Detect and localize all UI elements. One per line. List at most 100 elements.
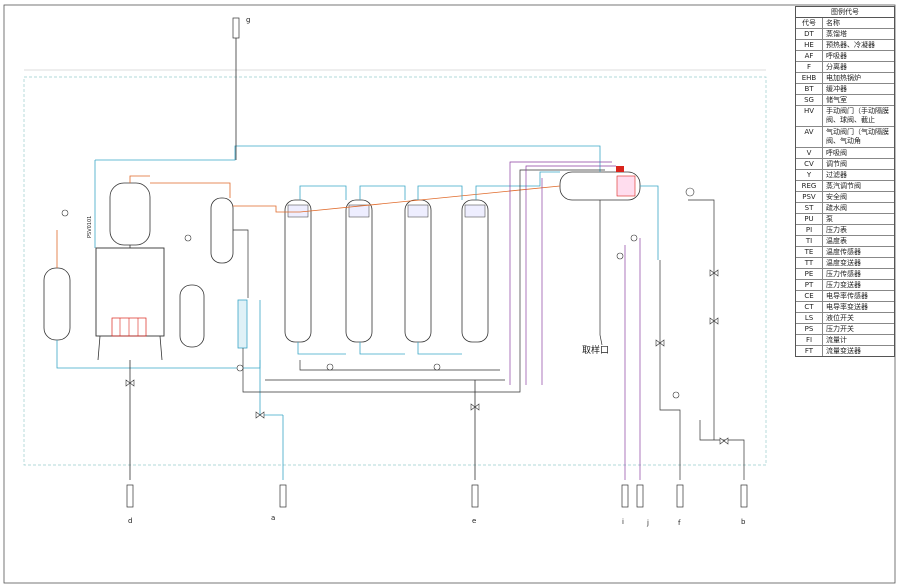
legend-name: 压力传感器: [826, 270, 861, 278]
column-4: [461, 199, 489, 343]
legend-code: HV: [796, 106, 823, 126]
legend-code: REG: [796, 181, 823, 191]
legend-name: 蒸馏塔: [826, 30, 847, 38]
legend-name: 手动阀门（手动隔膜阀、球阀、截止: [826, 107, 889, 124]
legend-code: CE: [796, 291, 823, 301]
separator-tank: [210, 197, 234, 264]
port-label-e: e: [472, 517, 476, 525]
legend-code: SG: [796, 95, 823, 105]
port-label-f: f: [678, 519, 681, 527]
legend-title: 图例代号: [796, 7, 894, 18]
cooling-header-top: [95, 145, 601, 172]
column-2: [345, 199, 373, 343]
column-1: [284, 199, 312, 343]
legend-code: PI: [796, 225, 823, 235]
legend-name: 电加热锅炉: [826, 74, 861, 82]
legend-code: TI: [796, 236, 823, 246]
legend-name: 过滤器: [826, 171, 847, 179]
legend-name: 温度变送器: [826, 259, 861, 267]
legend-name: 调节阀: [826, 160, 847, 168]
legend-code: AF: [796, 51, 823, 61]
boiler-tank: [95, 247, 165, 337]
port-pipes: [126, 17, 748, 508]
legend-name: 蒸汽调节阀: [826, 182, 861, 190]
port-label-j: j: [646, 519, 649, 527]
port-label-i: i: [622, 518, 624, 526]
legend-code: F: [796, 62, 823, 72]
legend-name: 分离器: [826, 63, 847, 71]
legend-name: 压力变送器: [826, 281, 861, 289]
preheater: [237, 299, 248, 349]
legend-code: Y: [796, 170, 823, 180]
legend-code: EHB: [796, 73, 823, 83]
legend-name: 呼吸阀: [826, 149, 847, 157]
legend-name: 缓冲器: [826, 85, 847, 93]
legend-code: PS: [796, 324, 823, 334]
legend-col-code: 代号: [796, 18, 823, 28]
legend-code: PT: [796, 280, 823, 290]
legend-code: BT: [796, 84, 823, 94]
legend-name: 流量变送器: [826, 347, 861, 355]
legend-name: 储气室: [826, 96, 847, 104]
legend-code: FT: [796, 346, 823, 356]
legend-name: 温度表: [826, 237, 847, 245]
legend-code: V: [796, 148, 823, 158]
legend-name: 电导率传感器: [826, 292, 868, 300]
legend-code: CT: [796, 302, 823, 312]
legend-name: 疏水阀: [826, 204, 847, 212]
legend-header-row: 代号 名称: [796, 18, 894, 29]
legend-code: DT: [796, 29, 823, 39]
legend-code: AV: [796, 127, 823, 147]
cooling-header-bottom: [56, 300, 261, 369]
legend-code: ST: [796, 203, 823, 213]
legend-name: 预热器、冷凝器: [826, 41, 875, 49]
legend-code: CV: [796, 159, 823, 169]
legend-code: PE: [796, 269, 823, 279]
legend-code: PU: [796, 214, 823, 224]
buffer-tank: [179, 284, 205, 348]
legend-code: HE: [796, 40, 823, 50]
legend-name: 温度传感器: [826, 248, 861, 256]
steam-line: [150, 182, 561, 213]
skid-boundary: [23, 76, 767, 466]
legend-name: 呼吸器: [826, 52, 847, 60]
port-label-b: b: [741, 518, 746, 526]
legend-name: 压力表: [826, 226, 847, 234]
legend-col-name: 名称: [826, 19, 840, 27]
legend-name: 压力开关: [826, 325, 854, 333]
column-3: [404, 199, 432, 343]
purple-lines: [509, 161, 641, 480]
legend-code: TE: [796, 247, 823, 257]
legend-name: 气动阀门（气动隔膜阀、气动角: [826, 128, 889, 145]
legend-name: 流量计: [826, 336, 847, 344]
port-label-d: d: [128, 517, 132, 525]
psv-tag: PSV0101: [87, 216, 93, 238]
legend-name: 液位开关: [826, 314, 854, 322]
legend-code: FI: [796, 335, 823, 345]
valve-icons: [61, 187, 729, 445]
